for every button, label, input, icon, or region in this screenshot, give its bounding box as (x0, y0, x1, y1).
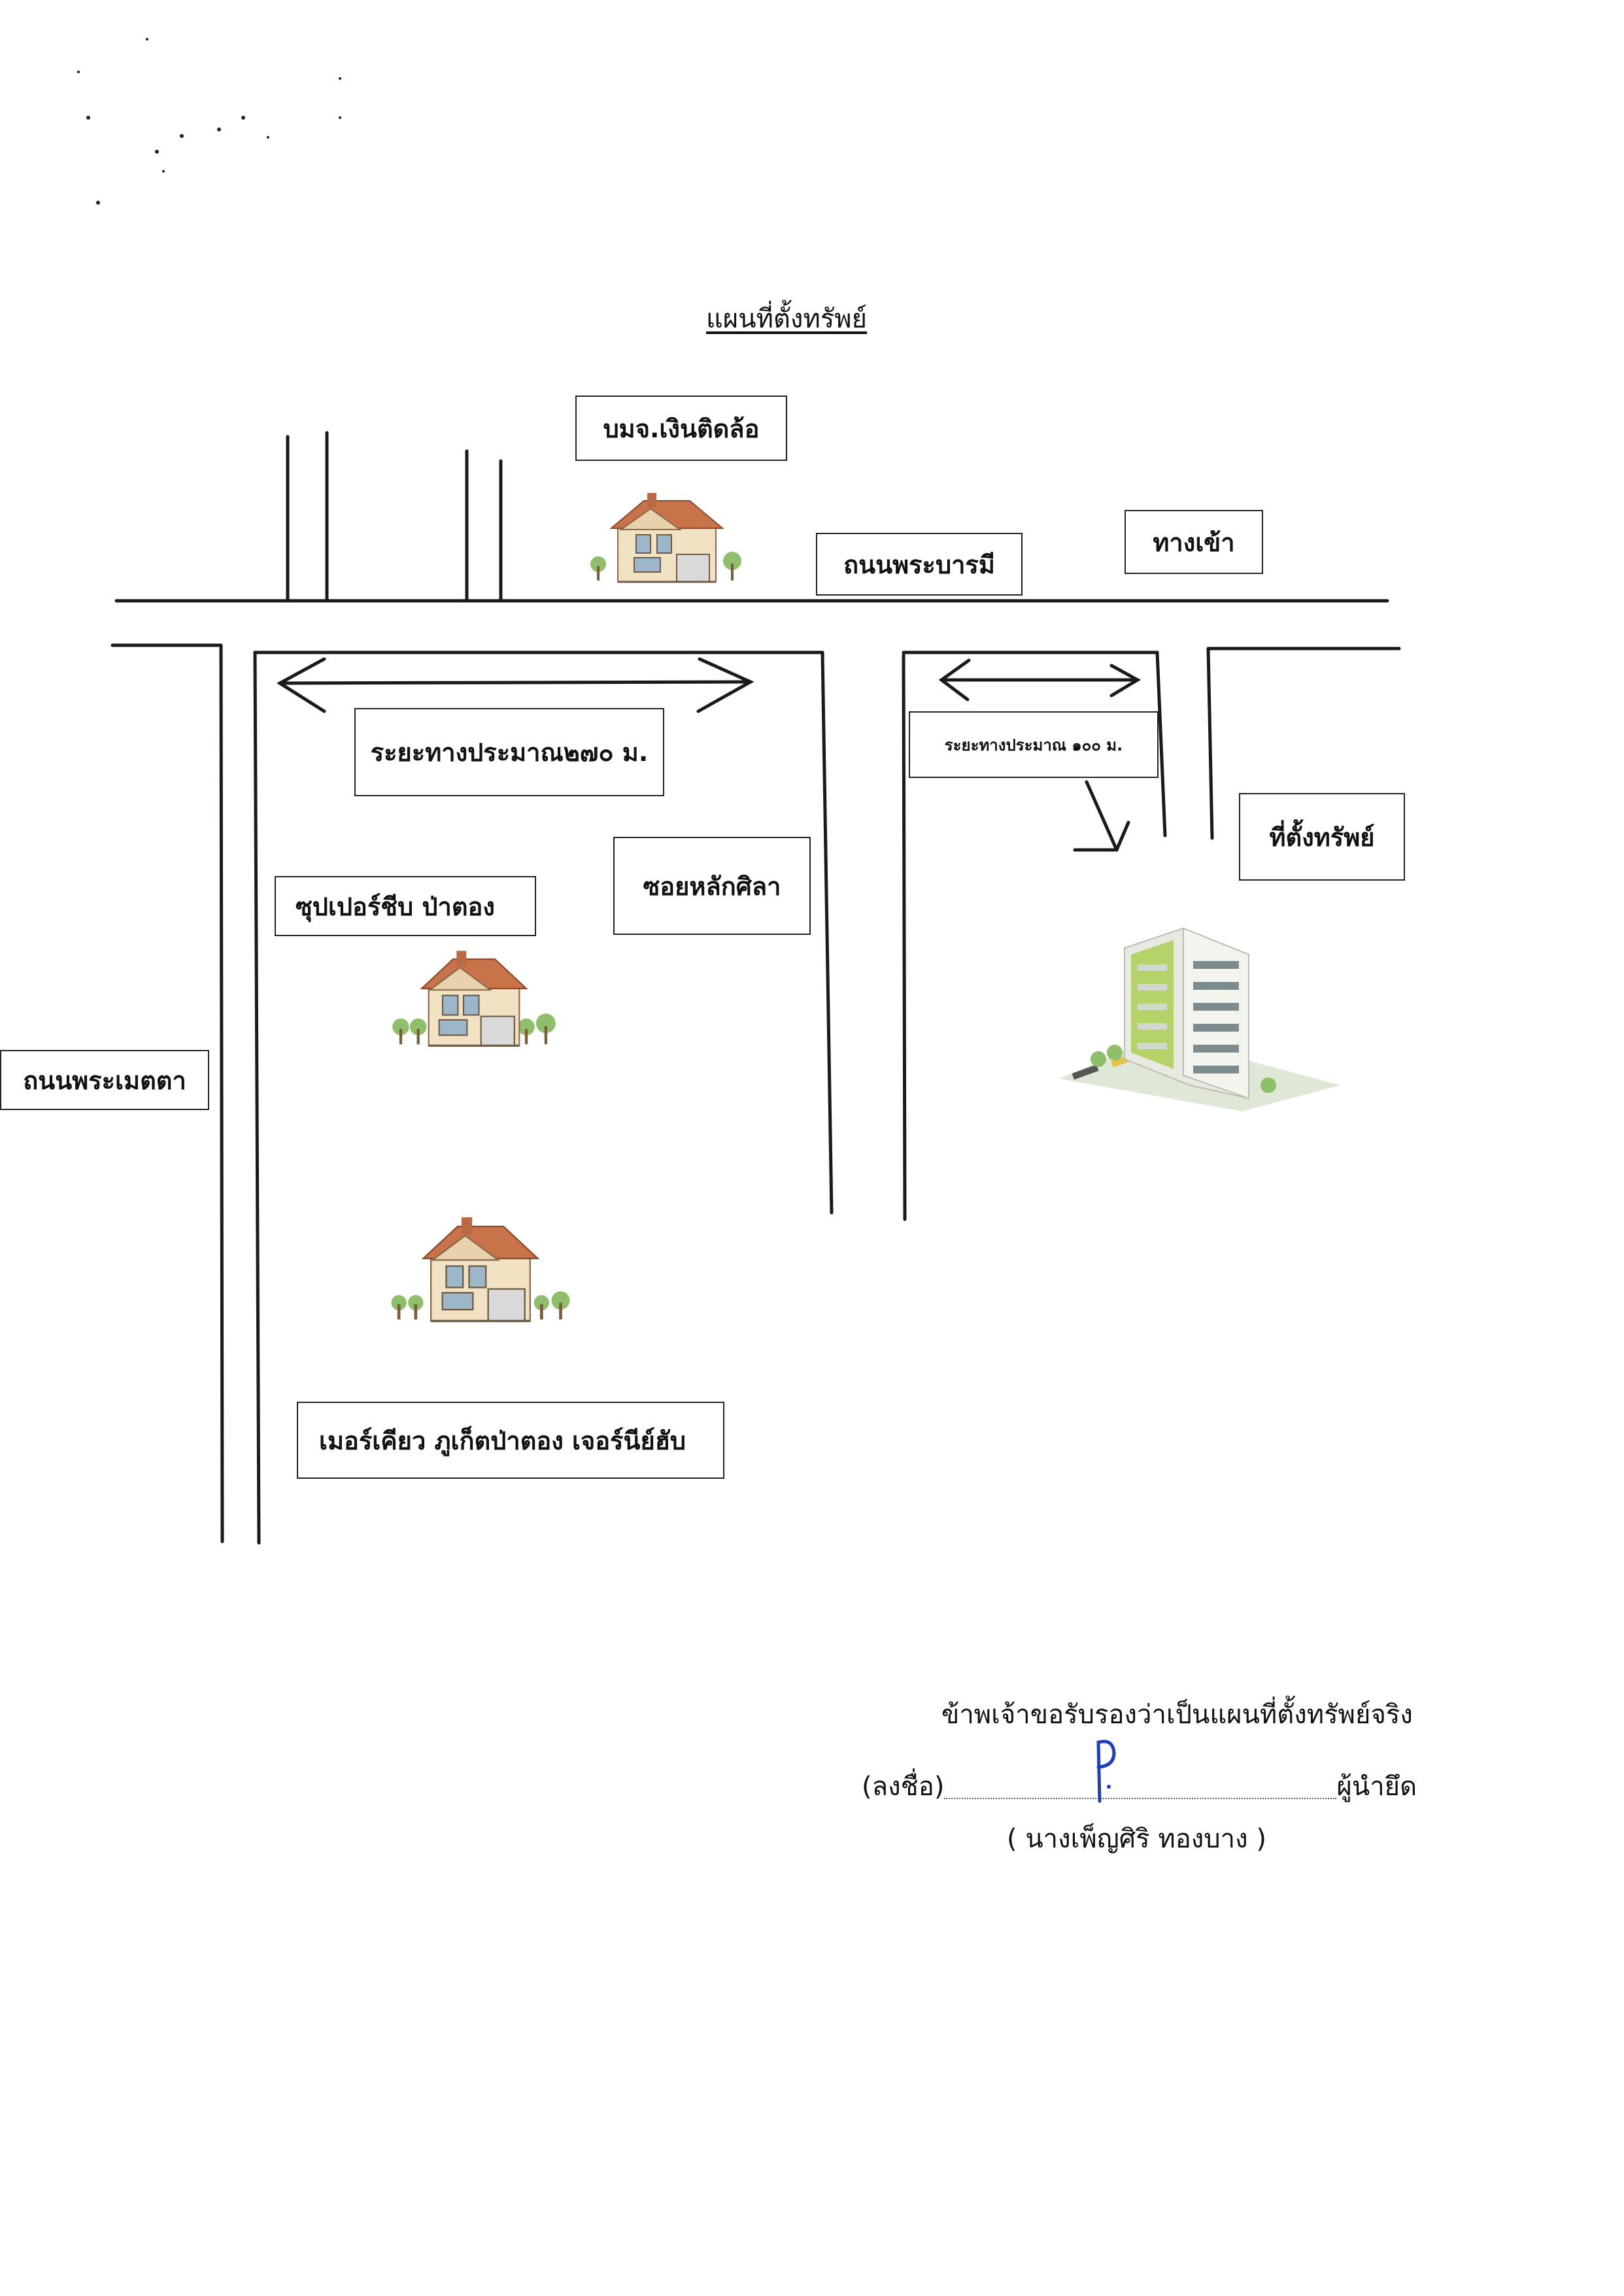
label-distance-100: ระยะทางประมาณ ๑๐๐ ม. (909, 711, 1159, 778)
signature-dotted-line (944, 1797, 1337, 1799)
house-icon (391, 1217, 570, 1323)
pointer-arrow-shaft (1085, 780, 1119, 852)
house-icon (392, 951, 556, 1047)
arrow-270-shaft (278, 680, 753, 685)
road-phra-metta-right (253, 650, 261, 1545)
arrow-270-right-head (696, 657, 754, 713)
house-icon (590, 493, 741, 583)
label-bmj-ngin-tid-lo: บมจ.เงินติดล้อ (575, 396, 787, 461)
entrance-road-right (1206, 647, 1214, 840)
signature-line: (ลงชื่อ) ผู้นำยึด (862, 1765, 1424, 1807)
certification-statement: ข้าพเจ้าขอรับรองว่าเป็นแผนที่ตั้งทรัพย์จ… (941, 1700, 1413, 1730)
entrance-road-left (1155, 650, 1167, 837)
label-mercure: เมอร์เคียว ภูเก็ตป่าตอง เจอร์นีย์ฮับ (297, 1402, 724, 1479)
label-distance-270: ระยะทางประมาณ๒๗๐ ม. (354, 708, 664, 796)
signatory-name: ( นางเพ็ญศิริ ทองบาง ) (1007, 1824, 1266, 1854)
handwritten-signature (1096, 1740, 1116, 1803)
arrow-100-right-head (1109, 664, 1142, 698)
pointer-arrow-head (1073, 820, 1130, 852)
sign-prefix: (ลงชื่อ) (862, 1772, 945, 1802)
label-thi-tang-sap: ที่ตั้งทรัพย์ (1239, 793, 1405, 881)
arrow-100-left-head (938, 658, 971, 701)
apartment-building-icon (1059, 927, 1340, 1111)
arrow-270-left-head (277, 657, 326, 713)
scan-speckles (77, 38, 341, 205)
label-thang-khao: ทางเข้า (1125, 510, 1263, 574)
sign-suffix: ผู้นำยึด (1336, 1772, 1417, 1802)
label-soi-lak-sila: ซอยหลักศิลา (613, 837, 811, 935)
soi-lak-sila-left (820, 650, 834, 1215)
label-super-cheap: ซุปเปอร์ชีบ ป่าตอง (275, 876, 536, 936)
road-phra-metta-left (219, 643, 224, 1544)
label-thanon-phra-metta: ถนนพระเมตตา (0, 1050, 209, 1110)
map-title: แผนที่ตั้งทรัพย์ (706, 304, 868, 334)
label-thanon-phra-barami: ถนนพระบารมี (816, 533, 1023, 596)
soi-lak-sila-right (902, 653, 907, 1221)
